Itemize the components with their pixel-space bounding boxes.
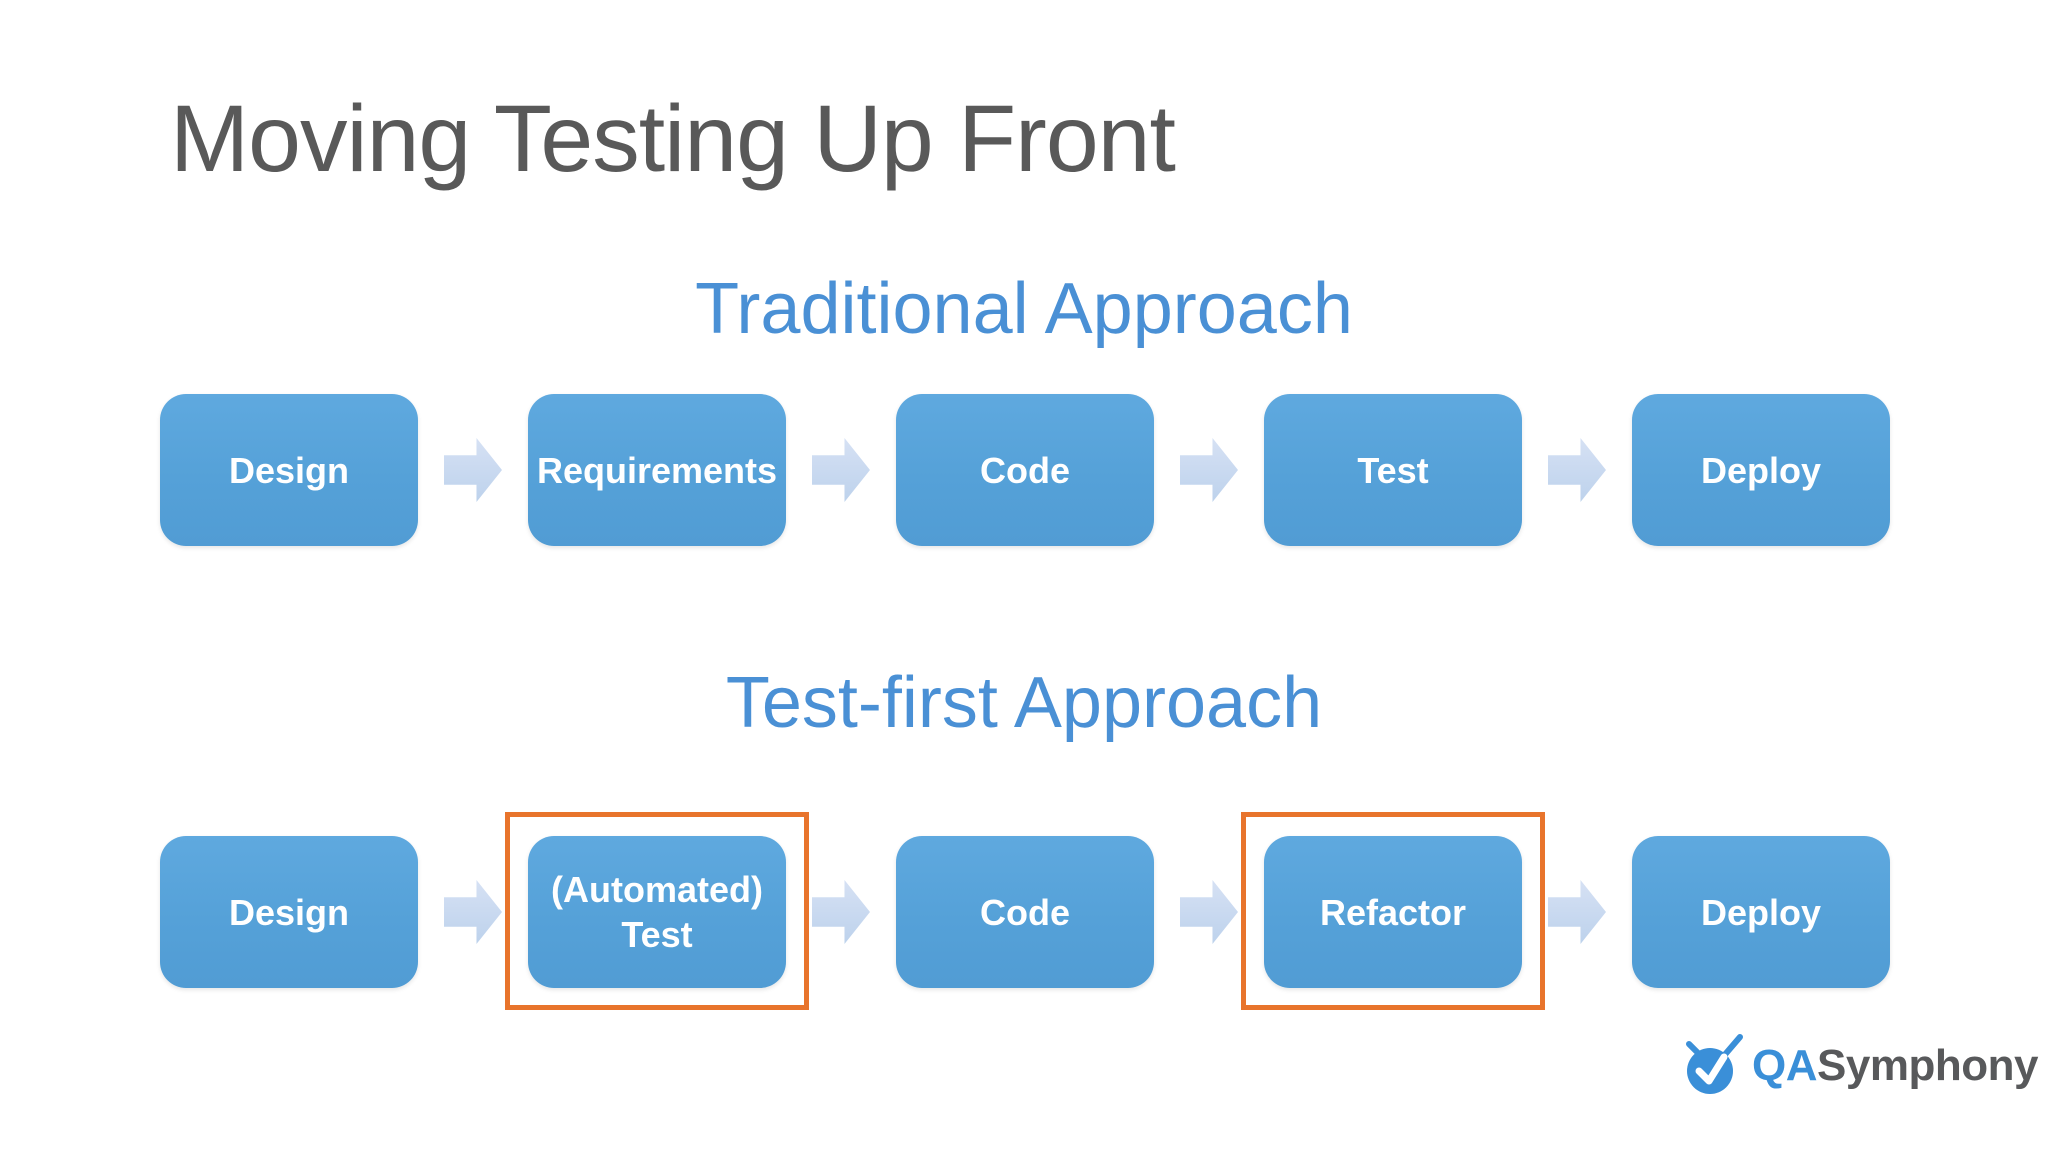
flow-step-label: Requirements [536, 449, 778, 491]
arrow-slot [418, 438, 528, 502]
flow-step-box: Deploy [1632, 394, 1890, 546]
arrow-right-icon [1180, 880, 1238, 944]
flow-step: Design [160, 394, 418, 546]
flow-step-label: Code [980, 891, 1070, 933]
flow-step-highlighted: (Automated) Test [505, 812, 809, 1010]
arrow-slot [1154, 880, 1264, 944]
arrow-slot [1522, 880, 1632, 944]
flow-step-box: Deploy [1632, 836, 1890, 988]
flow-step-box: Test [1264, 394, 1522, 546]
flow-traditional: Design Requirements Code Test Deploy [160, 394, 1890, 546]
logo-wordmark: QASymphony [1752, 1041, 2038, 1091]
arrow-right-icon [812, 438, 870, 502]
checkmark-icon [1686, 1034, 1743, 1094]
flow-step-box: Refactor [1264, 836, 1522, 988]
arrow-slot [786, 438, 896, 502]
logo-text-symphony: Symphony [1817, 1041, 2038, 1090]
flow-step: Deploy [1632, 394, 1890, 546]
flow-step-box: Design [160, 836, 418, 988]
arrow-right-icon [1180, 438, 1238, 502]
flow-step-label: Test [1357, 449, 1429, 491]
logo-text-qa: QA [1752, 1041, 1818, 1090]
section-heading-traditional: Traditional Approach [695, 269, 1353, 349]
flow-step-box: Code [896, 394, 1154, 546]
flow-step-label: Refactor [1319, 891, 1467, 933]
flow-step-label: Code [980, 449, 1070, 491]
flow-step-label: Deploy [1700, 449, 1822, 491]
page-title: Moving Testing Up Front [170, 86, 1176, 192]
arrow-right-icon [444, 438, 502, 502]
arrow-right-icon [444, 880, 502, 944]
flow-step-label: Design [228, 449, 350, 491]
flow-step: Design [160, 836, 418, 988]
arrow-right-icon [1548, 438, 1606, 502]
arrow-slot [786, 880, 896, 944]
flow-step: Code [896, 836, 1154, 988]
arrow-right-icon [812, 880, 870, 944]
flow-step-box: Design [160, 394, 418, 546]
section-heading-test-first: Test-first Approach [725, 663, 1323, 743]
flow-test-first: Design (Automated) Test Code Refactor De… [160, 812, 1890, 1010]
flow-step: Deploy [1632, 836, 1890, 988]
flow-step-box: Requirements [528, 394, 786, 546]
arrow-slot [1522, 438, 1632, 502]
flow-step-label: Design [228, 891, 350, 933]
arrow-right-icon [1548, 880, 1606, 944]
flow-step: Code [896, 394, 1154, 546]
flow-step-label: Deploy [1700, 891, 1822, 933]
flow-step-highlighted: Refactor [1241, 812, 1545, 1010]
flow-step-box: Code [896, 836, 1154, 988]
flow-step-label: (Automated) Test [551, 869, 763, 955]
flow-step: Requirements [528, 394, 786, 546]
flow-step-box: (Automated) Test [528, 836, 786, 988]
qasymphony-logo: QASymphony [1682, 1034, 2038, 1098]
flow-step: Test [1264, 394, 1522, 546]
arrow-slot [418, 880, 528, 944]
arrow-slot [1154, 438, 1264, 502]
